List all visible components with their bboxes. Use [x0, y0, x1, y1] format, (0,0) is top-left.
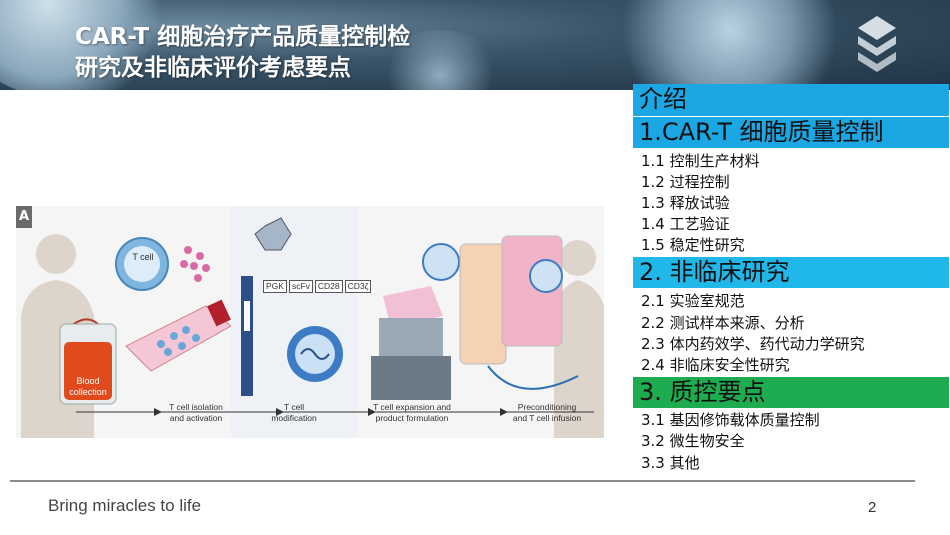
banner-cell-image	[600, 0, 860, 90]
step-caption-line: modification	[271, 413, 317, 423]
page-number: 2	[868, 499, 877, 516]
slide-title-line-2: 研究及非临床评价考虑要点	[75, 55, 351, 81]
step-caption-line: and activation	[169, 413, 223, 423]
vector-construct: PGK scFv CD28 CD3ζ	[263, 280, 372, 293]
step-caption: Preconditioning and T cell infusion	[502, 402, 592, 424]
slide-title: CAR-T 细胞治疗产品质量控制检 研究及非临床评价考虑要点	[75, 22, 595, 84]
outline-intro: 介绍	[633, 84, 949, 117]
outline-item: 2.2 测试样本来源、分析	[641, 314, 805, 332]
vector-part-pgk: PGK	[263, 280, 287, 293]
outline-item: 1.2 过程控制	[641, 173, 730, 191]
vector-part-scfv: scFv	[288, 280, 313, 293]
step-caption-line: product formulation	[375, 413, 449, 423]
culture-flask-icon	[115, 237, 232, 372]
step-caption: T cell expansion and product formulation	[362, 402, 462, 424]
outline-item: 2.4 非临床安全性研究	[641, 356, 790, 374]
blood-bag-label-line-2: collection	[69, 387, 107, 397]
outline-item: 1.5 稳定性研究	[641, 236, 745, 254]
outline-item: 3.3 其他	[641, 454, 700, 472]
panel-isolation: T cell	[106, 206, 236, 438]
t-cell-bubble-label: T cell	[132, 252, 154, 262]
bioreactor-icon	[371, 243, 460, 400]
step-caption-line: T cell expansion and	[373, 402, 451, 412]
company-logo-icon	[858, 16, 896, 72]
panel-blood-collection: Blood collection	[16, 206, 126, 438]
outline-item: 3.2 微生物安全	[641, 432, 745, 450]
outline-section-2-title: 2. 非临床研究	[633, 257, 949, 288]
process-arrow-icon	[76, 408, 594, 416]
step-caption-line: Preconditioning	[517, 402, 577, 412]
viral-vector-icon	[241, 217, 343, 396]
slide-title-line-1: CAR-T 细胞治疗产品质量控制检	[75, 24, 411, 50]
patient-silhouette-icon	[21, 234, 117, 438]
outline-item: 1.1 控制生产材料	[641, 152, 760, 170]
cart-process-figure: A Blood collection	[16, 206, 604, 438]
figure-label: A	[16, 206, 32, 228]
blood-bag-label: Blood collection	[66, 376, 110, 398]
panel-modification: PGK scFv CD28 CD3ζ	[231, 206, 372, 438]
outline-section-1-title: 1.CAR-T 细胞质量控制	[633, 117, 949, 148]
panel-infusion	[458, 206, 604, 438]
step-caption: T cell isolation and activation	[156, 402, 236, 424]
outline-section-3-title: 3. 质控要点	[633, 377, 949, 408]
outline-item: 1.4 工艺验证	[641, 215, 730, 233]
blood-bag-label-line-1: Blood	[76, 376, 100, 386]
outline-item: 2.3 体内药效学、药代动力学研究	[641, 335, 865, 353]
footer-divider	[10, 480, 915, 482]
vector-part-cd3z: CD3ζ	[344, 280, 372, 293]
vector-part-cd28: CD28	[314, 280, 343, 293]
infusion-bag-icon	[459, 235, 604, 438]
header-banner: CAR-T 细胞治疗产品质量控制检 研究及非临床评价考虑要点	[0, 0, 950, 90]
step-caption-line: T cell isolation	[169, 402, 223, 412]
outline-item: 1.3 释放试验	[641, 194, 730, 212]
footer-tagline: Bring miracles to life	[48, 496, 202, 515]
outline-item: 2.1 实验室规范	[641, 292, 745, 310]
outline-item: 3.1 基因修饰载体质量控制	[641, 411, 820, 429]
panel-expansion	[361, 206, 461, 438]
step-caption: T cell modification	[264, 402, 324, 424]
step-caption-line: T cell	[283, 402, 305, 412]
step-caption-line: and T cell infusion	[512, 413, 582, 423]
